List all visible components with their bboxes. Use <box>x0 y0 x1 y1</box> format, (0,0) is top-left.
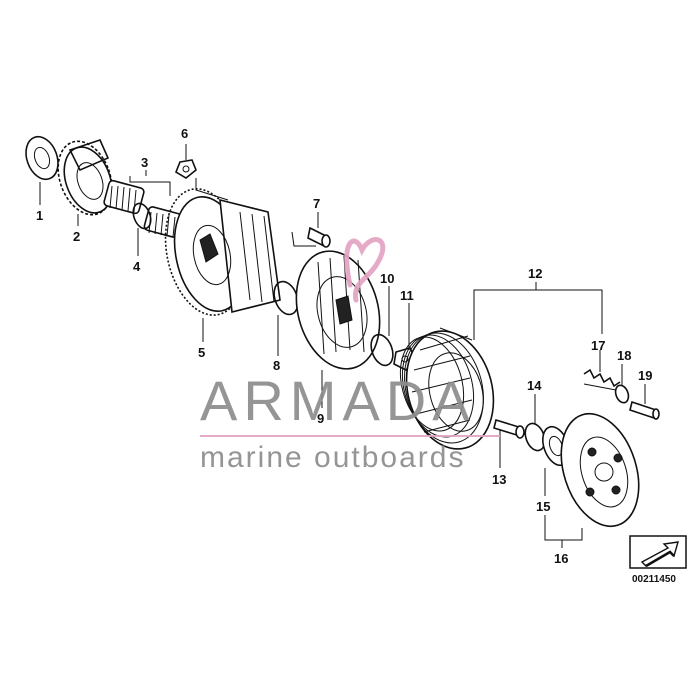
callout-10: 10 <box>380 271 394 286</box>
part-clutch-plates-12 <box>399 330 495 450</box>
orientation-box <box>629 535 687 569</box>
callout-18: 18 <box>617 348 631 363</box>
part-spring-17 <box>583 368 621 391</box>
part-washer-1 <box>25 135 59 181</box>
callout-19: 19 <box>638 368 652 383</box>
part-ring-10 <box>370 333 394 367</box>
part-washer-18 <box>614 384 630 404</box>
callout-4: 4 <box>133 259 141 274</box>
part-clutch-hub-9 <box>295 250 381 370</box>
callout-2: 2 <box>73 229 80 244</box>
watermark: ARMADA marine outboards <box>200 237 500 474</box>
callout-5: 5 <box>198 345 205 360</box>
part-needle-bearings-3 <box>103 179 183 238</box>
part-bolt-7 <box>307 226 331 248</box>
callout-17: 17 <box>591 338 605 353</box>
callout-11: 11 <box>400 288 414 303</box>
leader-lines <box>39 144 646 548</box>
watermark-tagline: marine outboards <box>200 441 465 474</box>
part-ring-4 <box>132 202 152 230</box>
part-clutch-basket-5 <box>164 188 281 316</box>
callout-6: 6 <box>181 126 188 141</box>
callout-16: 16 <box>554 551 568 566</box>
diagram-number: 00211450 <box>632 574 676 585</box>
callout-labels: 1 2 3 4 5 6 7 8 9 10 11 12 13 14 15 16 1… <box>36 126 652 566</box>
callout-8: 8 <box>273 358 280 373</box>
callout-9: 9 <box>317 411 324 426</box>
part-pressure-plate-16 <box>560 412 640 528</box>
part-push-rod-13 <box>493 418 525 439</box>
part-bolt-19 <box>629 400 660 420</box>
callout-3: 3 <box>141 155 148 170</box>
callout-7: 7 <box>313 196 320 211</box>
callout-12: 12 <box>528 266 542 281</box>
callout-13: 13 <box>492 472 506 487</box>
part-gear-2 <box>57 139 113 216</box>
watermark-pink-swirl <box>344 237 386 303</box>
part-nut-6 <box>175 159 197 179</box>
callout-15: 15 <box>536 499 550 514</box>
callout-14: 14 <box>527 378 542 393</box>
watermark-brand: ARMADA <box>200 369 476 432</box>
callout-1: 1 <box>36 208 43 223</box>
